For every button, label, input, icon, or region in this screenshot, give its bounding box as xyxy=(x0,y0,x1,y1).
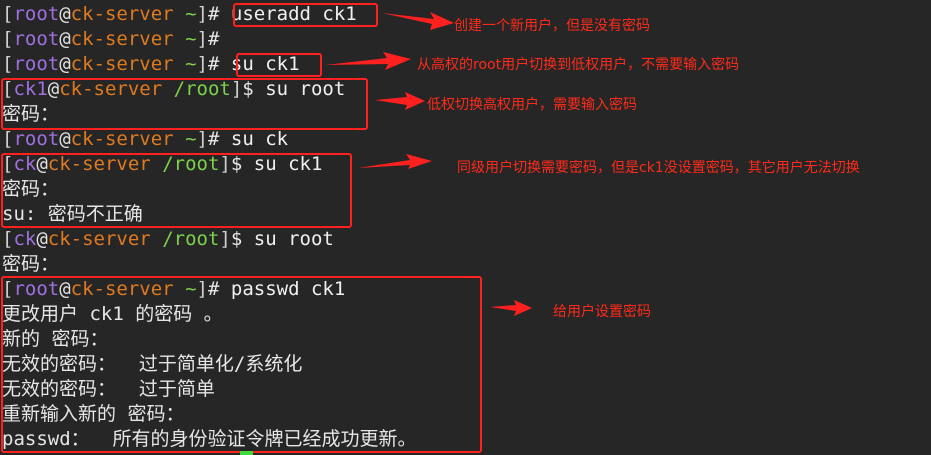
prompt-path: /root xyxy=(162,153,220,175)
bracket-open: [ xyxy=(2,128,14,150)
prompt-at: @ xyxy=(59,278,71,300)
highlight-box-su-ck1 xyxy=(236,53,322,77)
bracket-close: ] xyxy=(219,153,231,175)
prompt-symbol: # xyxy=(207,3,220,25)
highlight-box-su-ck1-fail xyxy=(1,153,352,228)
command-text: su ck1 xyxy=(242,153,323,175)
terminal-output-line: passwd： 所有的身份验证令牌已经成功更新。 xyxy=(2,428,417,450)
command-text: su root xyxy=(253,78,346,100)
arrow-icon xyxy=(325,52,411,70)
highlight-box-useradd xyxy=(233,3,378,27)
bracket-close: ] xyxy=(196,128,208,150)
prompt-user: ck xyxy=(13,153,37,175)
command-text: su root xyxy=(242,228,334,250)
bracket-open: [ xyxy=(2,278,14,300)
prompt-host: ck-server xyxy=(70,128,174,150)
prompt-symbol: # xyxy=(207,278,220,300)
command-text: su ck xyxy=(219,128,289,150)
terminal-line: [root@ck-server ~]# xyxy=(2,27,417,52)
prompt-symbol: $ xyxy=(230,228,243,250)
prompt-path: ~ xyxy=(185,28,197,50)
terminal-output-line: 密码： xyxy=(2,253,60,275)
terminal-output-line: 无效的密码： 过于简单 xyxy=(2,378,215,400)
prompt-path: ~ xyxy=(185,53,197,75)
prompt-host: ck-server xyxy=(70,53,174,75)
highlight-box-passwd xyxy=(1,276,482,453)
arrow-icon xyxy=(382,12,454,30)
prompt-path: ~ xyxy=(185,278,197,300)
prompt-host: ck-server xyxy=(70,3,174,25)
prompt-at: @ xyxy=(59,53,71,75)
prompt-path: ~ xyxy=(185,3,197,25)
prompt-symbol: # xyxy=(207,28,220,50)
prompt-host: ck-server xyxy=(70,28,174,50)
prompt-host: ck-server xyxy=(59,78,163,100)
prompt-at: @ xyxy=(36,153,48,175)
terminal-line: [root@ck-server ~]# useradd ck1 xyxy=(2,2,417,27)
prompt-host: ck-server xyxy=(47,228,151,250)
bracket-close: ] xyxy=(196,28,208,50)
bracket-open: [ xyxy=(2,3,14,25)
prompt-path: ~ xyxy=(185,128,197,150)
terminal-output-line: 新的 密码： xyxy=(2,328,109,350)
terminal-line: [ck@ck-server /root]$ su root xyxy=(2,227,417,252)
prompt-user: root xyxy=(13,278,60,300)
bracket-open: [ xyxy=(2,228,14,250)
terminal-line: [root@ck-server ~]# su ck1 xyxy=(2,52,417,77)
bracket-open: [ xyxy=(2,153,14,175)
prompt-at: @ xyxy=(36,228,48,250)
terminal-output-line: 重新输入新的 密码： xyxy=(2,403,185,425)
prompt-path: /root xyxy=(162,228,220,250)
prompt-path: /root xyxy=(173,78,231,100)
bracket-open: [ xyxy=(2,28,14,50)
command-text: passwd ck1 xyxy=(219,278,346,300)
terminal-output-line: 无效的密码： 过于简单化/系统化 xyxy=(2,353,303,375)
annotation-su-ck1: 从高权的root用户切换到低权用户，不需要输入密码 xyxy=(417,57,740,73)
prompt-user: ck1 xyxy=(13,78,48,100)
annotation-su-ck1-fail: 同级用户切换需要密码，但是ck1没设置密码，其它用户无法切换 xyxy=(457,160,860,176)
prompt-symbol: $ xyxy=(230,153,243,175)
arrow-icon xyxy=(490,300,532,316)
bracket-open: [ xyxy=(2,78,14,100)
prompt-at: @ xyxy=(47,78,60,100)
terminal-line: [root@ck-server ~]# su ck xyxy=(2,127,417,152)
bracket-close: ] xyxy=(196,278,208,300)
terminal-cursor xyxy=(240,451,253,455)
arrow-icon xyxy=(358,154,432,169)
prompt-symbol: # xyxy=(207,128,220,150)
prompt-symbol: # xyxy=(207,53,220,75)
terminal-output: [root@ck-server ~]# useradd ck1 [root@ck… xyxy=(2,2,417,452)
prompt-user: root xyxy=(13,28,60,50)
prompt-user: root xyxy=(13,128,60,150)
prompt-symbol: $ xyxy=(242,78,254,100)
prompt-host: ck-server xyxy=(47,153,151,175)
annotation-su-root: 低权切换高权用户，需要输入密码 xyxy=(427,97,637,113)
terminal-line: [ck1@ck-server /root]$ su root xyxy=(2,77,417,102)
command-text: useradd ck1 xyxy=(219,3,357,25)
terminal-output-line: su: 密码不正确 xyxy=(2,203,143,225)
prompt-host: ck-server xyxy=(70,278,174,300)
terminal-output-line: 密码： xyxy=(2,103,60,125)
arrow-icon xyxy=(375,92,425,110)
annotation-useradd: 创建一个新用户，但是没有密码 xyxy=(454,18,650,34)
terminal-output-line: 更改用户 ck1 的密码 。 xyxy=(2,303,223,325)
bracket-open: [ xyxy=(2,53,14,75)
prompt-at: @ xyxy=(59,3,71,25)
terminal-line: [root@ck-server ~]# passwd ck1 xyxy=(2,277,417,302)
prompt-user: root xyxy=(13,53,60,75)
prompt-user: ck xyxy=(13,228,37,250)
terminal-line: [ck@ck-server /root]$ su ck1 xyxy=(2,152,417,177)
terminal-output-line: 密码： xyxy=(2,178,60,200)
highlight-box-su-root xyxy=(1,78,368,130)
bracket-close: ] xyxy=(219,228,231,250)
bracket-close: ] xyxy=(230,78,243,100)
prompt-at: @ xyxy=(59,28,71,50)
prompt-at: @ xyxy=(59,128,71,150)
bracket-close: ] xyxy=(196,53,208,75)
prompt-user: root xyxy=(13,3,60,25)
bracket-close: ] xyxy=(196,3,208,25)
annotation-passwd: 给用户设置密码 xyxy=(553,304,651,320)
